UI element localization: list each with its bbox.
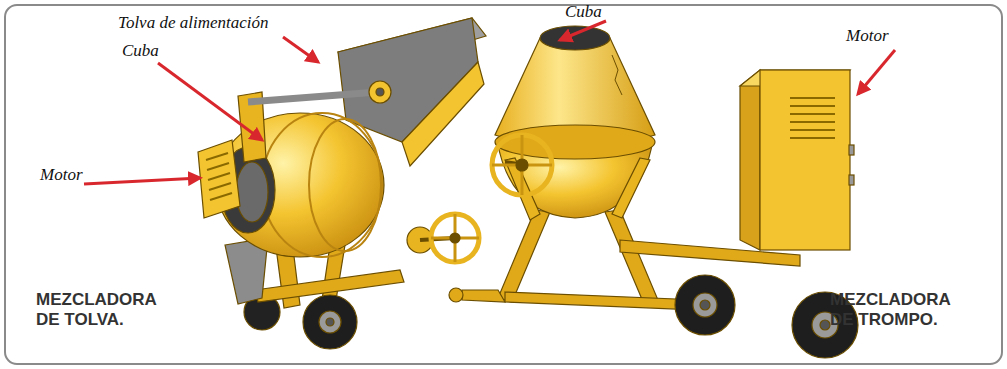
- part-label: Tolva de alimentación: [118, 14, 318, 32]
- hand-wheel: [492, 135, 552, 195]
- wheel-hub: [326, 318, 334, 326]
- tow-hook: [449, 288, 463, 302]
- motor-vents: [206, 153, 232, 200]
- drum-band: [262, 113, 382, 257]
- hopper-side: [402, 62, 484, 166]
- wheel: [675, 275, 735, 335]
- drum-opening-inner: [236, 162, 268, 222]
- motor-vents: [209, 183, 231, 190]
- part-label: Motor: [846, 27, 926, 45]
- frame-beam: [505, 292, 700, 310]
- motor-vents: [208, 173, 230, 180]
- frame-border: [5, 5, 1002, 364]
- hand-wheel-spokes: [492, 135, 552, 195]
- stand-leg: [605, 210, 658, 304]
- hand-wheel: [431, 214, 479, 262]
- hand-wheel-spokes: [431, 214, 479, 262]
- hand-wheel-hub: [450, 233, 460, 243]
- motor-vents: [790, 129, 835, 131]
- leader-arrow: [158, 63, 262, 140]
- wheel: [303, 295, 357, 349]
- motor-vents: [790, 137, 835, 139]
- wheel-hub: [693, 293, 717, 317]
- motor-vents: [790, 98, 835, 138]
- motor-vents: [206, 153, 228, 160]
- drum-opening: [540, 26, 610, 50]
- wheel-hub: [820, 320, 830, 330]
- stand-leg: [498, 210, 550, 302]
- hinge: [849, 145, 854, 155]
- hopper-mixer: [198, 18, 486, 349]
- motor-vents: [790, 121, 835, 123]
- motor-vents: [790, 113, 835, 115]
- leader-arrow: [560, 21, 606, 40]
- machine-caption: MEZCLADORA DE TROMPO.: [830, 290, 970, 331]
- pulley-hole: [376, 88, 384, 96]
- drum-band: [495, 125, 655, 159]
- motor-vents: [207, 163, 229, 170]
- lever-bar: [248, 92, 378, 102]
- tow-bar: [462, 290, 505, 302]
- part-label: Motor: [40, 166, 120, 184]
- part-label: Cuba: [122, 42, 202, 60]
- wheel-hub: [700, 300, 710, 310]
- leader-arrow: [283, 37, 318, 62]
- leader-arrow: [84, 178, 200, 184]
- motor-vents: [790, 97, 835, 99]
- motor-box: [760, 70, 850, 250]
- hinge: [849, 175, 854, 185]
- motor-side: [740, 70, 760, 250]
- machine-caption: MEZCLADORA DE TOLVA.: [36, 290, 164, 331]
- yoke: [612, 158, 650, 218]
- motor-box: [198, 140, 240, 218]
- leader-arrows: [84, 21, 895, 184]
- leader-arrow: [858, 50, 895, 94]
- part-label: Cuba: [565, 3, 645, 21]
- wheel-hub: [319, 311, 341, 333]
- pulley: [369, 81, 391, 103]
- motor-vents: [790, 105, 835, 107]
- drum-band: [309, 119, 381, 251]
- motor-vents: [210, 193, 232, 200]
- drum-mixer: [449, 26, 858, 358]
- hand-wheel-hub: [516, 159, 528, 171]
- drum-crack: [612, 55, 622, 95]
